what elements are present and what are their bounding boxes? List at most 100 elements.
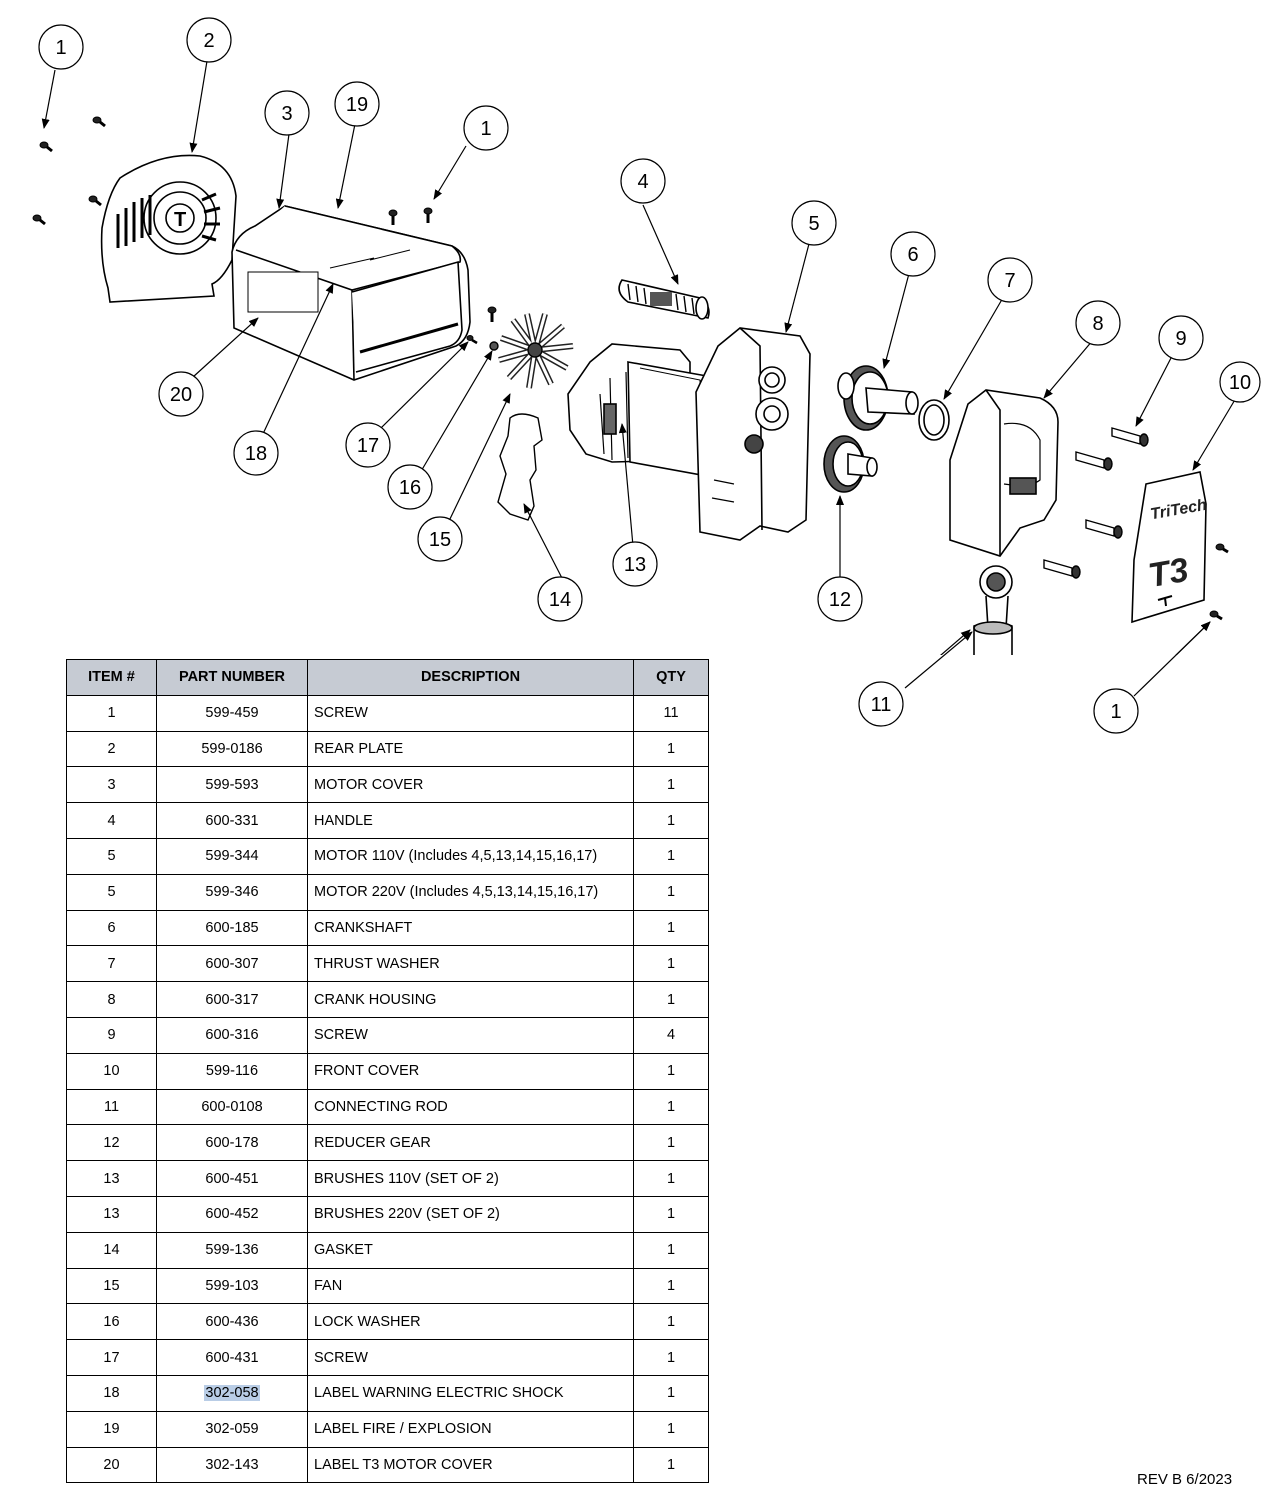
lower-callouts: 11 1 bbox=[858, 621, 1211, 734]
item-cell: 3 bbox=[66, 766, 157, 804]
item-cell: 7 bbox=[66, 945, 157, 983]
callout-bubbles: 1 2 3 19 1 4 5 6 7 8 9 10 20 18 17 16 15… bbox=[38, 17, 1261, 622]
part-number-cell: 599-136 bbox=[156, 1231, 308, 1269]
description-cell: BRUSHES 110V (SET OF 2) bbox=[307, 1160, 634, 1197]
qty-cell: 1 bbox=[633, 1410, 709, 1448]
part-number-cell: 600-431 bbox=[156, 1339, 308, 1376]
header-item: ITEM # bbox=[66, 659, 157, 696]
svg-text:5: 5 bbox=[808, 213, 819, 235]
description-cell: LABEL WARNING ELECTRIC SHOCK bbox=[307, 1374, 634, 1412]
part-number-cell: 599-346 bbox=[156, 873, 308, 911]
description-cell: SCREW bbox=[307, 1016, 634, 1054]
callout-9: 9 bbox=[1158, 315, 1204, 361]
svg-text:11: 11 bbox=[871, 694, 892, 716]
svg-text:18: 18 bbox=[245, 443, 267, 465]
qty-cell: 1 bbox=[633, 981, 709, 1018]
qty-cell: 1 bbox=[633, 945, 709, 983]
callout-16: 16 bbox=[387, 464, 433, 510]
part-number-cell: 600-451 bbox=[156, 1160, 308, 1197]
item-cell: 12 bbox=[66, 1124, 157, 1162]
crankshaft-part bbox=[837, 365, 919, 431]
item-cell: 13 bbox=[66, 1160, 157, 1197]
description-cell: THRUST WASHER bbox=[307, 945, 634, 983]
qty-cell: 1 bbox=[633, 1195, 709, 1233]
qty-cell: 11 bbox=[633, 694, 709, 732]
callout-20: 20 bbox=[158, 371, 204, 417]
callout-4: 4 bbox=[620, 158, 666, 204]
part-number-cell: 600-178 bbox=[156, 1124, 308, 1162]
callout-2: 2 bbox=[186, 17, 232, 63]
svg-text:20: 20 bbox=[170, 384, 192, 406]
callout-3: 3 bbox=[264, 90, 310, 136]
callout-19: 19 bbox=[334, 81, 380, 127]
crank-housing-part bbox=[949, 389, 1059, 557]
part-number-cell: 302-143 bbox=[156, 1446, 308, 1484]
callout-8: 8 bbox=[1075, 300, 1121, 346]
svg-text:6: 6 bbox=[907, 244, 918, 266]
item-cell: 13 bbox=[66, 1195, 157, 1233]
part-number-cell: 599-103 bbox=[156, 1267, 308, 1305]
part-number-cell: 600-317 bbox=[156, 981, 308, 1018]
svg-text:3: 3 bbox=[281, 103, 292, 125]
svg-text:16: 16 bbox=[399, 477, 421, 499]
qty-cell: 1 bbox=[633, 873, 709, 911]
exploded-parts-diagram: T bbox=[32, 17, 1261, 655]
callout-12: 12 bbox=[817, 576, 863, 622]
description-cell: LABEL T3 MOTOR COVER bbox=[307, 1446, 634, 1484]
leader-lines bbox=[41, 60, 1237, 655]
item-cell: 20 bbox=[66, 1446, 157, 1484]
callout-13: 13 bbox=[612, 541, 658, 587]
callout-7: 7 bbox=[987, 257, 1033, 303]
description-cell: BRUSHES 220V (SET OF 2) bbox=[307, 1195, 634, 1233]
part-number-cell: 600-307 bbox=[156, 945, 308, 983]
qty-cell: 1 bbox=[633, 1374, 709, 1412]
item-cell: 10 bbox=[66, 1052, 157, 1090]
svg-text:19: 19 bbox=[346, 94, 368, 116]
part-number-cell: 599-344 bbox=[156, 837, 308, 875]
item-cell: 1 bbox=[66, 694, 157, 732]
svg-text:1: 1 bbox=[1110, 701, 1121, 723]
item-cell: 15 bbox=[66, 1267, 157, 1305]
item-cell: 18 bbox=[66, 1374, 157, 1412]
part-number-cell: 600-452 bbox=[156, 1195, 308, 1233]
item-cell: 4 bbox=[66, 802, 157, 839]
rear-plate-part: T bbox=[100, 154, 237, 303]
item-cell: 16 bbox=[66, 1303, 157, 1341]
description-cell: LABEL FIRE / EXPLOSION bbox=[307, 1410, 634, 1448]
callout-1a: 1 bbox=[38, 24, 84, 70]
t3-logo: T3 bbox=[1146, 551, 1192, 595]
motor-cover-part bbox=[231, 205, 471, 381]
part-number-cell: 599-0186 bbox=[156, 730, 308, 768]
part-number-cell: 599-116 bbox=[156, 1052, 308, 1090]
callout-17: 17 bbox=[345, 422, 391, 468]
svg-text:14: 14 bbox=[549, 589, 571, 611]
qty-cell: 1 bbox=[633, 1160, 709, 1197]
svg-text:10: 10 bbox=[1229, 372, 1251, 394]
highlighted-part-number: 302-058 bbox=[204, 1385, 260, 1402]
callout-1c: 1 bbox=[1093, 688, 1139, 734]
description-cell: FAN bbox=[307, 1267, 634, 1305]
qty-cell: 1 bbox=[633, 1339, 709, 1376]
description-cell: MOTOR COVER bbox=[307, 766, 634, 804]
qty-cell: 1 bbox=[633, 1124, 709, 1162]
description-cell: CRANK HOUSING bbox=[307, 981, 634, 1018]
header-part-number: PART NUMBER bbox=[156, 659, 308, 696]
thrust-washer-part bbox=[918, 399, 950, 441]
svg-text:9: 9 bbox=[1175, 328, 1186, 350]
callout-14: 14 bbox=[537, 576, 583, 622]
description-cell: SCREW bbox=[307, 1339, 634, 1376]
cap-screws-part bbox=[1043, 427, 1149, 579]
part-number-cell: 600-316 bbox=[156, 1016, 308, 1054]
svg-text:8: 8 bbox=[1092, 313, 1103, 335]
